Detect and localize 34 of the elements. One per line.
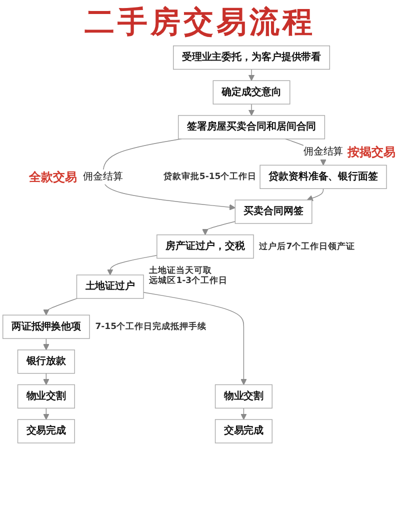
arrow bbox=[202, 221, 236, 236]
arrow bbox=[107, 255, 158, 276]
arrow bbox=[240, 408, 247, 420]
arrow bbox=[102, 138, 236, 210]
arrow bbox=[248, 68, 255, 81]
process-box: 交易完成 bbox=[214, 419, 272, 444]
arrow bbox=[43, 373, 50, 385]
arrow bbox=[143, 292, 247, 385]
note-text: 7-15个工作日完成抵押手续 bbox=[95, 322, 206, 332]
process-box: 签署房屋买卖合同和居间合同 bbox=[178, 115, 326, 140]
note-text: 贷款审批5-15个工作日 bbox=[163, 172, 257, 182]
section-heading: 全款交易 bbox=[29, 170, 78, 184]
process-box: 房产证过户，交税 bbox=[156, 234, 254, 259]
process-box: 交易完成 bbox=[17, 419, 75, 444]
process-box: 确定成交意向 bbox=[212, 80, 290, 104]
process-box: 买卖合同网签 bbox=[234, 200, 312, 224]
process-box: 两证抵押换他项 bbox=[2, 314, 90, 339]
process-box: 银行放款 bbox=[17, 350, 75, 374]
process-box: 受理业主委托，为客户提供带看 bbox=[173, 45, 330, 70]
arrow bbox=[43, 408, 50, 420]
process-box: 贷款资料准备、银行面签 bbox=[260, 164, 387, 189]
arrow bbox=[248, 104, 255, 116]
edge-label: 佣金结算 bbox=[83, 169, 123, 184]
arrow bbox=[43, 298, 78, 316]
section-heading: 按揭交易 bbox=[347, 144, 396, 160]
note-text: 土地证当天可取 远城区1-3个工作日 bbox=[149, 266, 228, 287]
title: 二手房交易流程 bbox=[84, 5, 316, 41]
note-text: 过户后7个工作日领产证 bbox=[259, 242, 356, 252]
edge-label: 佣金结算 bbox=[303, 144, 344, 160]
arrow bbox=[43, 338, 50, 350]
process-box: 物业交割 bbox=[214, 384, 272, 409]
process-box: 土地证过户 bbox=[76, 274, 144, 299]
process-box: 物业交割 bbox=[17, 384, 75, 409]
arrow bbox=[306, 188, 324, 202]
